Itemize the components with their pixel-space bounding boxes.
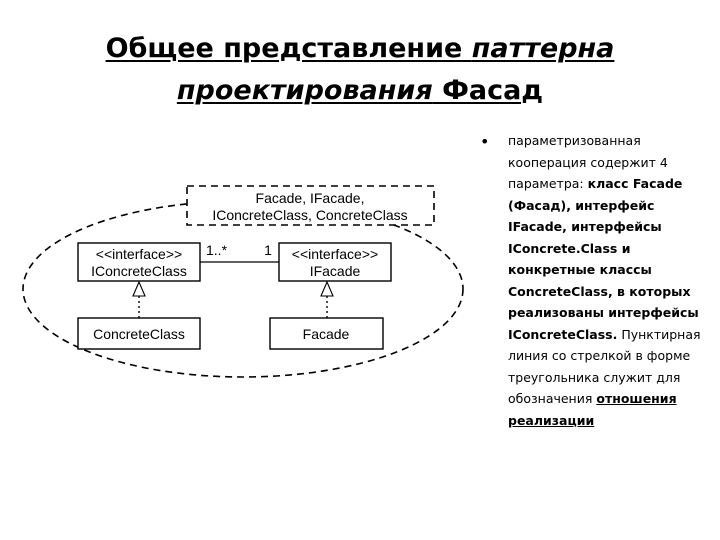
facade-class-box <box>269 317 384 350</box>
multiplicity-right: 1 <box>264 242 272 258</box>
bullet-marker: • <box>480 132 490 151</box>
ifacade-name: IFacade <box>310 263 361 279</box>
collaboration-ellipse <box>22 200 464 378</box>
bullet-text-1: параметризованная кооперация содержит 4 … <box>508 133 668 191</box>
ifacade-interface-box <box>278 242 392 282</box>
title-part-3: проектирования <box>176 75 433 106</box>
title-part-1: Общее представление <box>105 33 472 64</box>
realization-arrowhead-right <box>320 280 334 297</box>
title-part-2: паттерна <box>471 33 615 64</box>
concrete-class-name: ConcreteClass <box>93 326 185 342</box>
facade-class-name: Facade <box>303 326 350 342</box>
realization-relation-term: отношения реализации <box>508 391 677 428</box>
iconcrete-class-name: IConcreteClass <box>91 263 187 279</box>
collaboration-parameters-box <box>186 185 435 226</box>
realization-arrowhead-left <box>132 280 146 297</box>
collaboration-parameters-line1: Facade, IFacade, <box>256 190 365 206</box>
slide-title: Общее представление паттерна проектирова… <box>0 28 720 112</box>
concrete-class-box <box>77 317 201 350</box>
iconcrete-class-stereotype: <<interface>> <box>96 246 182 262</box>
multiplicity-left: 1..* <box>206 242 228 258</box>
collaboration-parameters-line2: IConcreteClass, ConcreteClass <box>212 207 407 223</box>
bullet-text-3: Пунктирная линия со стрелкой в форме тре… <box>508 326 701 407</box>
bullet-item: параметризованная кооперация содержит 4 … <box>508 130 708 431</box>
bullet-text-2: класс Facade (Фасад), интерфейс IFacade,… <box>508 176 699 342</box>
title-part-4: Фасад <box>432 75 544 106</box>
ifacade-stereotype: <<interface>> <box>292 246 378 262</box>
iconcrete-class-interface-box <box>77 242 201 282</box>
facade-uml-diagram: Facade, IFacade, IConcreteClass, Concret… <box>22 185 464 378</box>
